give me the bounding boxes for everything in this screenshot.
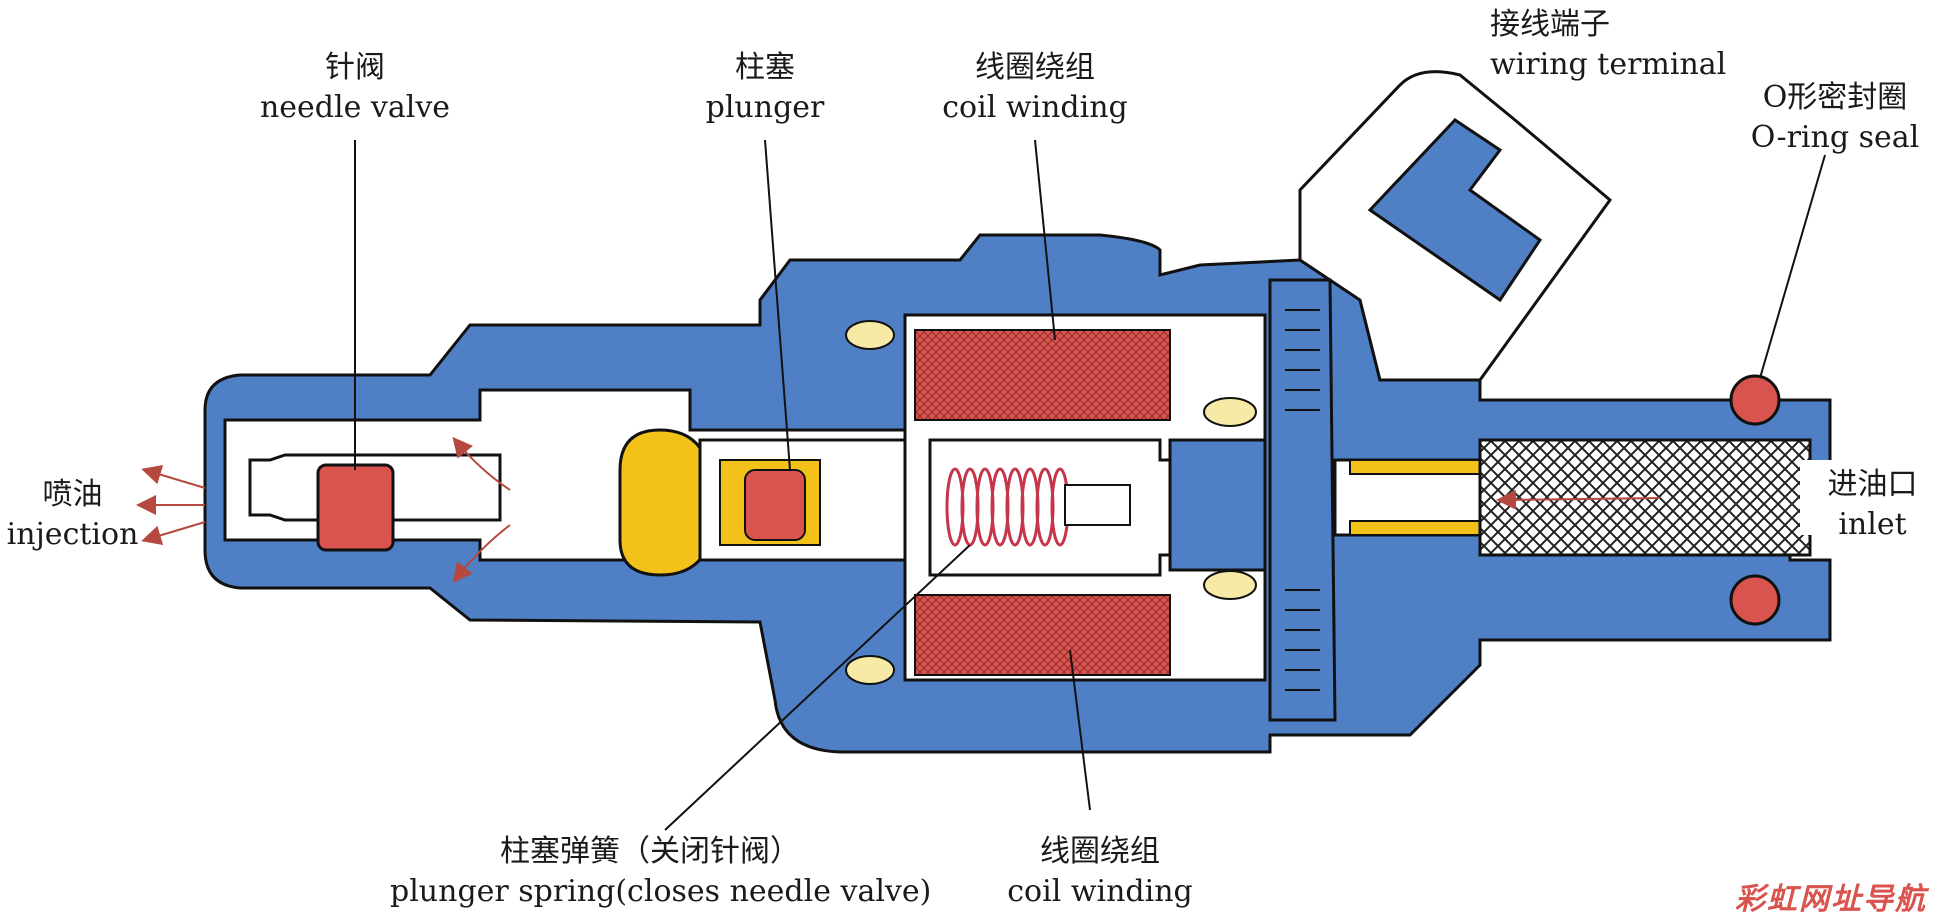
label-o-ring-seal-zh: O形密封圈 xyxy=(1762,80,1908,115)
seal-ring-lower-left xyxy=(845,655,895,685)
label-plunger-spring: 柱塞弹簧（关闭针阀） plunger spring(closes needle … xyxy=(390,832,932,912)
leader-plunger xyxy=(764,139,791,471)
label-injection: 喷油 injection xyxy=(5,475,140,555)
label-inlet: 进油口 inlet xyxy=(1810,465,1935,545)
leader-coil-top xyxy=(1034,139,1056,341)
label-wiring-terminal-zh: 接线端子 xyxy=(1490,7,1610,42)
label-needle-valve-en: needle valve xyxy=(259,90,451,125)
watermark: 彩虹网址导航 xyxy=(1735,882,1927,917)
label-injection-en: injection xyxy=(6,517,139,552)
label-wiring-terminal-en: wiring terminal xyxy=(1490,47,1727,82)
label-coil-winding-bottom: 线圈绕组 coil winding xyxy=(995,832,1205,912)
seal-ring-upper-right xyxy=(1203,397,1257,427)
injection-arrow-up xyxy=(141,465,206,489)
body-flange xyxy=(1268,278,1337,722)
flange-hatching xyxy=(1285,309,1320,691)
inlet-flow-arrow xyxy=(1496,489,1661,510)
label-coil-winding-top: 线圈绕组 coil winding xyxy=(930,48,1140,128)
plunger-spring xyxy=(945,467,1070,547)
seal-ring-upper-left xyxy=(845,320,895,350)
inlet-thread-lower xyxy=(1349,520,1481,536)
label-o-ring-seal: O形密封圈 O-ring seal xyxy=(1745,78,1925,158)
leader-coil-bottom xyxy=(1069,649,1091,811)
label-needle-valve: 针阀 needle valve xyxy=(250,48,460,128)
flow-arrow-lower xyxy=(452,524,511,584)
label-wiring-terminal: 接线端子 wiring terminal xyxy=(1490,5,1727,85)
plunger-red-core xyxy=(744,469,806,541)
label-needle-valve-zh: 针阀 xyxy=(325,50,385,85)
label-plunger: 柱塞 plunger xyxy=(690,48,840,128)
inlet-opening xyxy=(1800,460,1840,535)
label-coil-winding-bottom-zh: 线圈绕组 xyxy=(1040,834,1160,869)
wiring-terminal-blade xyxy=(1367,118,1543,303)
o-ring-upper xyxy=(1729,374,1781,426)
coil-winding-lower xyxy=(914,594,1171,676)
label-coil-winding-top-zh: 线圈绕组 xyxy=(975,50,1095,85)
coil-winding-upper xyxy=(914,329,1171,421)
needle-valve-seal xyxy=(316,463,395,552)
label-plunger-zh: 柱塞 xyxy=(735,50,795,85)
plunger-ball xyxy=(618,428,712,577)
label-plunger-spring-en: plunger spring(closes needle valve) xyxy=(390,874,932,909)
label-plunger-en: plunger xyxy=(705,90,825,125)
spring-stop-pin xyxy=(1064,484,1131,526)
label-inlet-en: inlet xyxy=(1838,507,1907,542)
flow-arrow-upper xyxy=(452,436,511,491)
label-inlet-zh: 进油口 xyxy=(1827,467,1918,502)
leader-plunger-spring xyxy=(664,544,971,831)
label-coil-winding-bottom-en: coil winding xyxy=(1007,874,1193,909)
armature-blue-block xyxy=(1168,438,1267,572)
o-ring-lower xyxy=(1729,574,1781,626)
label-plunger-spring-zh: 柱塞弹簧（关闭针阀） xyxy=(500,834,800,869)
label-injection-zh: 喷油 xyxy=(42,477,103,512)
injection-arrow-down xyxy=(141,521,206,545)
label-coil-winding-top-en: coil winding xyxy=(942,90,1128,125)
inlet-thread-upper xyxy=(1349,459,1481,475)
label-o-ring-seal-en: O-ring seal xyxy=(1750,120,1920,155)
leader-o-ring xyxy=(1759,154,1826,379)
seal-ring-lower-right xyxy=(1203,570,1257,600)
